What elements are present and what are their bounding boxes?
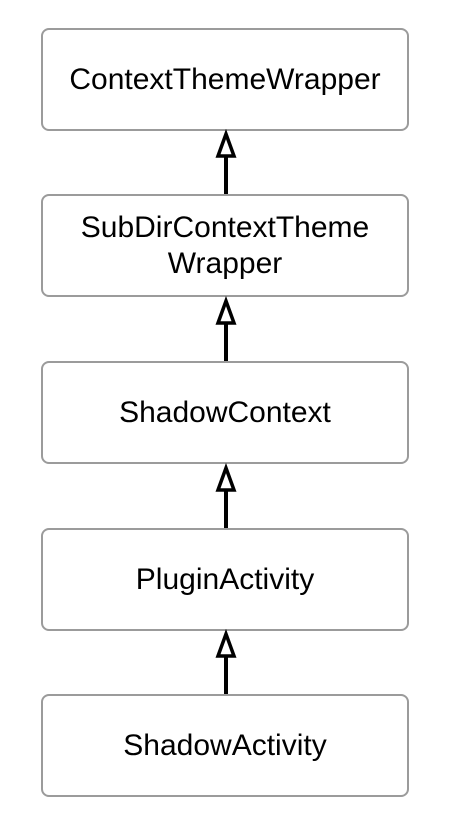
node-subdir-context-theme-wrapper: SubDirContextTheme Wrapper bbox=[41, 194, 409, 297]
node-label: PluginActivity bbox=[135, 562, 315, 596]
node-plugin-activity: PluginActivity bbox=[41, 528, 409, 631]
hollow-arrowhead-icon bbox=[215, 295, 237, 325]
inheritance-edge bbox=[215, 295, 237, 361]
node-label: ContextThemeWrapper bbox=[69, 62, 381, 96]
inheritance-edge bbox=[215, 462, 237, 528]
hollow-arrowhead-icon bbox=[215, 462, 237, 492]
inheritance-edge bbox=[215, 128, 237, 194]
hollow-arrowhead-icon bbox=[215, 128, 237, 158]
node-label: SubDirContextTheme Wrapper bbox=[80, 210, 370, 280]
inheritance-edge bbox=[215, 628, 237, 694]
node-shadow-activity: ShadowActivity bbox=[41, 694, 409, 797]
node-label: ShadowActivity bbox=[123, 728, 327, 762]
node-context-theme-wrapper: ContextThemeWrapper bbox=[41, 28, 409, 131]
hollow-arrowhead-icon bbox=[215, 628, 237, 658]
node-label: ShadowContext bbox=[119, 395, 331, 429]
node-shadow-context: ShadowContext bbox=[41, 361, 409, 464]
